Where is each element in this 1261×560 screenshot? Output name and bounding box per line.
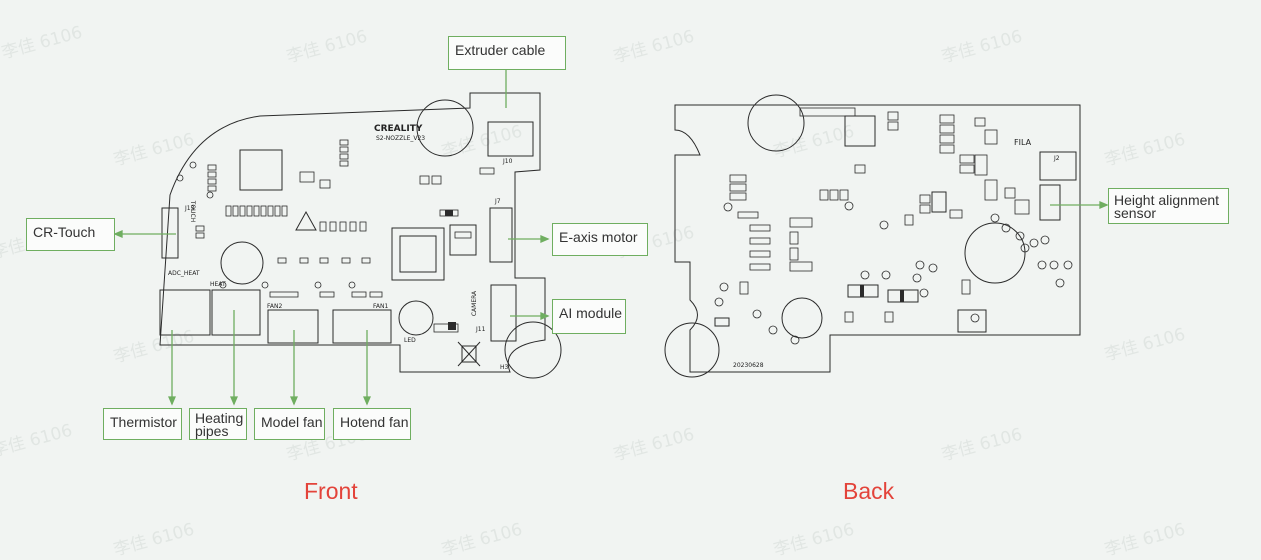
connector-fan1 [332,309,392,344]
mount-hole [747,94,805,152]
mount-hole [220,241,264,285]
j10-silkscreen: J10 [503,158,513,165]
ic-u1 [239,149,283,191]
brand-silkscreen: CREALITY [374,124,423,134]
hotend-fan-label: Hotend fan [333,408,411,440]
back-caption: Back [843,478,895,504]
heating-pipes-label: Heating pipes [189,408,247,440]
connector-j10 [487,121,534,157]
connector-fan2 [267,309,319,344]
fila-silkscreen: FILA [1014,138,1032,147]
warning-logo [295,210,317,231]
height-alignment-sensor-line2: sensor [1114,205,1157,221]
e-axis-motor-label: E-axis motor [552,223,648,256]
front-caption: Front [304,478,358,504]
mount-hole [416,99,474,157]
mount-hole [781,297,823,339]
mount-hole [964,222,1026,284]
thermistor-label: Thermistor [103,408,182,440]
heat-silkscreen: HEAT [210,281,226,288]
fan1-silkscreen: FAN1 [373,303,389,310]
mount-hole [504,321,562,379]
ic-main [391,227,445,281]
connector-j13 [161,207,179,259]
fan2-silkscreen: FAN2 [267,303,283,310]
height-alignment-sensor-label: Height alignment sensor [1108,188,1229,224]
camera-silkscreen: CAMERA [471,290,479,317]
j7-silkscreen: J7 [495,198,501,205]
connector-j17 [1039,184,1061,221]
ai-module-label: AI module [552,299,626,334]
adc-heat-silkscreen: ADC_HEAT [168,270,200,277]
pcb-diagram [113,70,1109,406]
connector-j2 [1039,151,1077,181]
mount-hole [664,322,720,378]
model-fan-label: Model fan [254,408,325,440]
back-board-outline [674,104,1081,373]
ic-main-inner [399,235,437,273]
connector-thermistor [159,289,211,336]
bin-icon [457,341,481,367]
height-alignment-sensor-line1: Height alignment [1114,192,1220,208]
j2-silkscreen: J2 [1054,155,1060,162]
j11-silkscreen: J11 [476,326,486,333]
heating-pipes-label-line1: Heating [195,410,244,426]
date-code-silkscreen: 20230628 [733,362,764,369]
heating-pipes-label-line2: pipes [195,423,229,439]
front-board-outline [159,92,546,373]
cr-touch-label: CR-Touch [26,218,115,251]
connector-j11 [490,284,517,342]
h3-silkscreen: H3 [500,364,509,371]
connector-heat [211,289,261,336]
mount-hole [398,300,434,336]
extruder-cable-label: Extruder cable [448,36,566,70]
model-silkscreen: S2-NOZZLE_V23 [376,135,426,142]
connector-j7 [489,207,513,263]
led-silkscreen: LED [404,337,416,344]
j13-silkscreen: J13 [185,205,195,212]
